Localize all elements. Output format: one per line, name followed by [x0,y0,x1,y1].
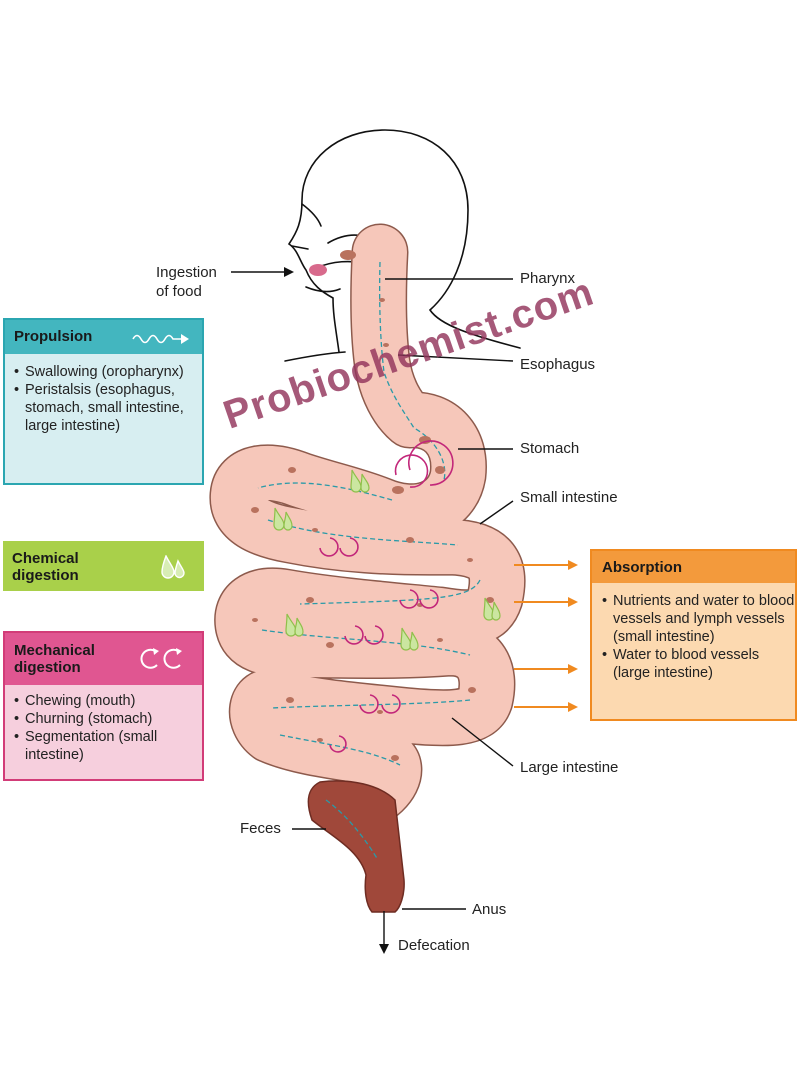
list-item: Nutrients and water to blood vessels and… [602,592,795,646]
absorption-title: Absorption [602,559,682,576]
mechanical-header: Mechanical digestion [5,633,202,685]
enzyme-drops [273,469,501,651]
mechanical-list: Chewing (mouth) Churning (stomach) Segme… [14,692,202,764]
mechanical-body: Chewing (mouth) Churning (stomach) Segme… [5,685,202,764]
chemical-digestion-box: Chemical digestion [3,541,204,591]
defecation-label: Defecation [398,937,470,954]
list-item: Swallowing (oropharynx) [14,363,202,381]
ingestion-label: Ingestion [156,264,217,281]
propulsion-header: Propulsion [5,320,202,354]
absorption-box: Absorption Nutrients and water to blood … [590,549,797,721]
absorption-body: Nutrients and water to blood vessels and… [592,583,795,682]
mechanical-title-line2: digestion [14,659,81,676]
feces-label: Feces [240,820,281,837]
chemical-header: Chemical digestion [3,541,204,584]
leader-lines [231,267,514,954]
wave-arrow-icon [132,334,189,344]
enzyme-drops-icon [161,555,185,579]
propulsion-body: Swallowing (oropharynx) Peristalsis (eso… [5,354,202,435]
mechanical-title-line1: Mechanical [14,642,95,659]
anus-label: Anus [472,901,507,918]
list-item: Churning (stomach) [14,710,202,728]
absorption-arrows [514,560,578,712]
large-intestine-label: Large intestine [520,759,619,776]
absorption-header: Absorption [592,551,795,583]
propulsion-title: Propulsion [14,328,93,345]
absorption-list: Nutrients and water to blood vessels and… [602,592,795,682]
churning-marks [319,440,454,753]
digestive-tract [209,223,526,913]
of-food-label: of food [156,283,202,300]
list-item: Water to blood vessels (large intestine) [602,646,795,682]
list-item: Chewing (mouth) [14,692,202,710]
list-item: Segmentation (small intestine) [14,728,202,764]
esophagus-label: Esophagus [520,356,596,373]
chemical-title-line2: digestion [12,567,79,584]
chemical-title-line1: Chemical [12,550,79,567]
churning-arrows-icon [140,648,182,669]
stomach-label: Stomach [520,440,580,457]
small-intestine-label: Small intestine [520,489,618,506]
propulsion-box: Propulsion Swallowing (oropharynx) Peris… [3,318,204,485]
mechanical-digestion-box: Mechanical digestion Chewing (mouth) Chu… [3,631,204,781]
propulsion-list: Swallowing (oropharynx) Peristalsis (eso… [14,363,202,435]
list-item: Peristalsis (esophagus, stomach, small i… [14,381,202,435]
pharynx-label: Pharynx [520,270,576,287]
